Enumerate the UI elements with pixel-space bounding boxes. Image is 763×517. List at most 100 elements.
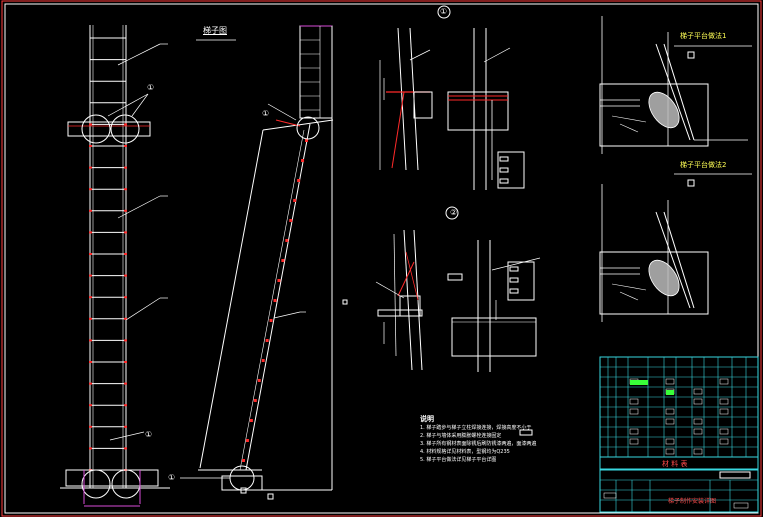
side-rung-mark <box>245 439 249 442</box>
side-rung-mark <box>293 199 297 202</box>
leader <box>375 281 405 299</box>
front-weld-mark <box>124 382 127 385</box>
material-table-title: 材 料 表 <box>662 460 688 468</box>
side-top-red <box>275 119 301 127</box>
d2-line <box>393 233 397 357</box>
table-highlight <box>666 390 674 395</box>
small-box <box>240 487 247 494</box>
table-cell-mark <box>693 418 703 425</box>
d1r-legend-box <box>497 151 525 189</box>
d2r-legend-box <box>507 261 535 301</box>
front-weld-mark <box>124 188 127 191</box>
front-weld-mark <box>89 339 92 342</box>
front-weld-mark <box>89 274 92 277</box>
front-callout-bottom: ① <box>145 430 153 439</box>
side-rung-mark <box>301 159 305 162</box>
pd2-hatched-ellipse <box>648 259 680 297</box>
side-callout-bottom: ① <box>168 473 176 482</box>
table-cell-mark <box>665 418 675 425</box>
table-cell-mark <box>629 438 639 445</box>
front-base-circle <box>81 469 111 499</box>
table-cell-mark <box>693 388 703 395</box>
platform-detail-1-title: 梯子平台做法1 <box>680 32 727 40</box>
front-weld-mark <box>89 166 92 169</box>
side-outer-rail <box>199 129 264 469</box>
d2-red-2 <box>405 251 419 301</box>
front-weld-mark <box>89 209 92 212</box>
side-inner-rail <box>245 123 311 471</box>
notes-heading: 说明 <box>420 415 434 423</box>
leader <box>491 257 541 271</box>
side-rung-mark <box>277 279 281 282</box>
leader <box>131 93 149 117</box>
front-weld-mark <box>89 425 92 428</box>
front-weld-mark <box>124 274 127 277</box>
front-weld-mark <box>89 231 92 234</box>
table-cell-mark <box>665 448 675 455</box>
front-weld-mark <box>89 145 92 147</box>
d1-callout-circle <box>437 5 451 19</box>
d1r-legend <box>499 178 509 184</box>
d2-plate <box>377 309 423 317</box>
leader <box>267 103 297 121</box>
table-cell-mark <box>665 408 675 415</box>
side-ladder-title: 梯子图 <box>203 26 227 35</box>
d2-red <box>397 261 415 297</box>
d2-wall-left <box>403 229 413 371</box>
table-highlight <box>630 380 648 385</box>
pd2-arc <box>619 291 639 301</box>
small-box <box>342 299 348 305</box>
side-rung-mark <box>289 219 293 222</box>
notes-block: 说明 1. 梯子踏步与梯子立柱焊接连接，焊接高度不小于 2. 梯子与墙体采用膨胀… <box>420 416 595 463</box>
pd1-arc <box>611 115 647 123</box>
table-cell-mark <box>629 408 639 415</box>
table-cell-mark <box>693 448 703 455</box>
front-callout-top: ① <box>147 83 155 92</box>
platform-detail-2-title: 梯子平台做法2 <box>680 161 727 169</box>
notes-line-2: 2. 梯子与墙体采用膨胀螺栓连接固定 <box>420 433 502 439</box>
front-detail-circle <box>110 114 140 144</box>
pd1-arc <box>619 123 639 133</box>
title-cell <box>603 492 617 499</box>
leader <box>117 195 161 219</box>
front-weld-mark <box>124 317 127 320</box>
leader <box>125 297 161 321</box>
d2r-legend <box>509 277 519 283</box>
front-weld-mark <box>89 188 92 191</box>
d1r-block <box>447 91 509 131</box>
front-weld-mark <box>124 209 127 212</box>
table-cell-mark <box>719 398 729 405</box>
table-cell-mark <box>693 398 703 405</box>
pd1-outline <box>599 83 709 147</box>
notes-line-5: 5. 梯子平台做法详见梯子平台详图 <box>420 457 497 463</box>
side-rung-mark <box>261 359 265 362</box>
table-cell-mark <box>719 408 729 415</box>
table-cell-mark <box>693 428 703 435</box>
front-detail-circle <box>81 114 111 144</box>
leader <box>483 47 511 63</box>
title-small-box <box>719 471 751 479</box>
notes-line-1: 1. 梯子踏步与梯子立柱焊接连接，焊接高度不小于 <box>420 425 532 431</box>
front-weld-mark <box>124 296 127 299</box>
detail-1-callout: ① <box>440 7 448 16</box>
leader <box>117 43 161 66</box>
side-rung-mark <box>281 259 285 262</box>
d1-red-rail <box>391 91 405 169</box>
pd2-arc <box>611 283 647 291</box>
front-weld-mark <box>124 447 127 450</box>
table-cell-mark <box>665 378 675 385</box>
d2-callout-circle <box>445 206 459 220</box>
front-weld-mark <box>89 296 92 299</box>
front-weld-mark <box>124 404 127 407</box>
pd1-incline <box>655 43 691 141</box>
table-cell-mark <box>719 428 729 435</box>
d1-bracket <box>413 91 433 119</box>
table-cell-mark <box>665 438 675 445</box>
leader <box>107 93 149 117</box>
d2r-label-box <box>447 273 463 281</box>
small-box <box>687 179 695 187</box>
title-cell <box>733 502 749 509</box>
d2r-legend <box>509 266 519 272</box>
front-weld-mark <box>89 253 92 255</box>
front-weld-mark <box>89 361 92 363</box>
